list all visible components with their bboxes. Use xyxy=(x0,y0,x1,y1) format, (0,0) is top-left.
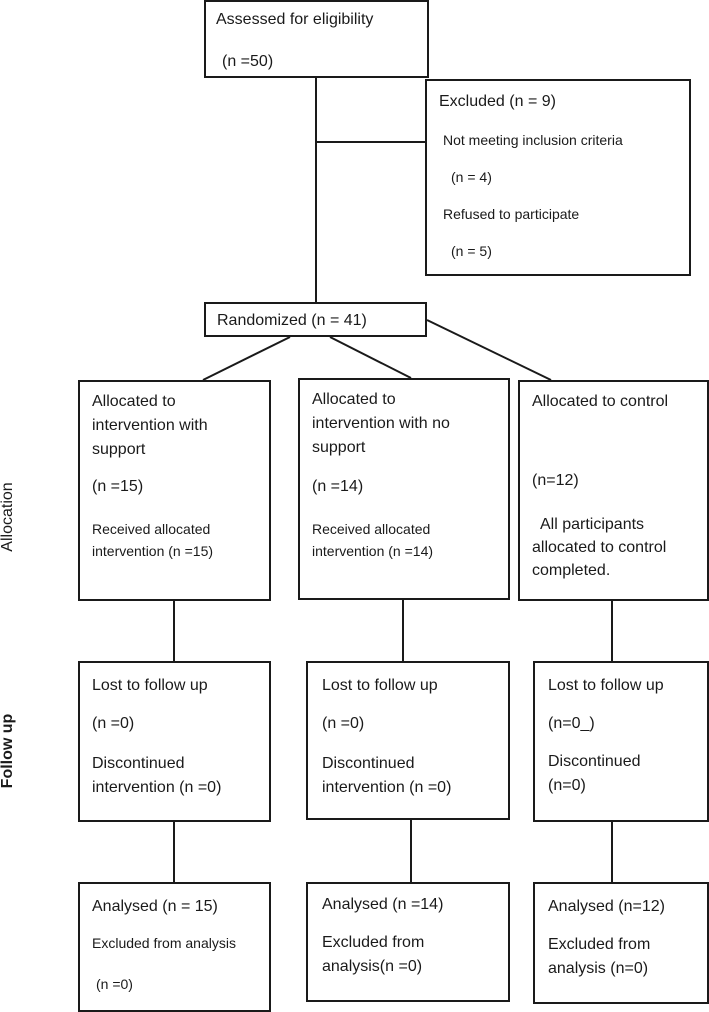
arm-2-note-line-2: intervention (n =14) xyxy=(312,543,434,559)
arm-3-note-line-3: completed. xyxy=(532,562,611,579)
analysis-2-excl-line-2: analysis(n =0) xyxy=(322,958,423,975)
arm-3-count: (n=12) xyxy=(532,472,579,489)
follow-2-disc-line-2: intervention (n =0) xyxy=(322,779,452,796)
follow-3-lost-count: (n=0_) xyxy=(548,715,595,732)
arm-1-title-line-2: intervention with xyxy=(92,417,208,434)
allocation-arm-3: Allocated to control (n=12) All particip… xyxy=(518,380,709,601)
follow-2-lost-label: Lost to follow up xyxy=(322,677,438,694)
follow-3-lost-label: Lost to follow up xyxy=(548,677,664,694)
randomized-to-arm1-line xyxy=(202,336,291,381)
analysis-3-excl-line-2: analysis (n=0) xyxy=(548,960,649,977)
analysis-arm-2: Analysed (n =14) Excluded from analysis(… xyxy=(306,882,510,1002)
excluded-reason-2-count: (n = 5) xyxy=(451,243,492,259)
excluded-reason-1: Not meeting inclusion criteria xyxy=(443,132,623,148)
arm-1-note-line-2: intervention (n =15) xyxy=(92,543,214,559)
follow-up-arm-3: Lost to follow up (n=0_) Discontinued (n… xyxy=(533,661,709,822)
arm-2-title-line-3: support xyxy=(312,439,366,456)
excluded-reason-2: Refused to participate xyxy=(443,206,580,222)
excluded-box: Excluded (n = 9) Not meeting inclusion c… xyxy=(425,79,691,276)
follow-1-disc-line-1: Discontinued xyxy=(92,755,185,772)
arm-1-title-line-3: support xyxy=(92,441,146,458)
follow-3-disc-line-2: (n=0) xyxy=(548,777,586,794)
arm-1-count: (n =15) xyxy=(92,478,144,495)
follow-up-arm-2: Lost to follow up (n =0) Discontinued in… xyxy=(306,661,510,820)
arm-1-note-line-1: Received allocated xyxy=(92,521,211,537)
analysis-1-excl-line-1: Excluded from analysis xyxy=(92,935,236,951)
eligibility-count: (n =50) xyxy=(222,53,274,70)
randomized-to-arm2-line xyxy=(329,336,412,379)
follow-1-lost-label: Lost to follow up xyxy=(92,677,208,694)
eligibility-title: Assessed for eligibility xyxy=(216,11,374,28)
excluded-reason-1-count: (n = 4) xyxy=(451,169,492,185)
allocation-arm-1: Allocated to intervention with support (… xyxy=(78,380,271,601)
analysis-2-title: Analysed (n =14) xyxy=(322,896,444,913)
arm-2-count: (n =14) xyxy=(312,478,364,495)
arm-2-title-line-1: Allocated to xyxy=(312,391,396,408)
randomized-box: Randomized (n = 41) xyxy=(204,302,427,337)
allocation-side-label: Allocation xyxy=(0,482,16,552)
eligibility-box: Assessed for eligibility (n =50) xyxy=(204,0,429,78)
arm-2-note-line-1: Received allocated xyxy=(312,521,431,537)
analysis-3-excl-line-1: Excluded from xyxy=(548,936,651,953)
follow-2-disc-line-1: Discontinued xyxy=(322,755,415,772)
analysis-arm-3: Analysed (n=12) Excluded from analysis (… xyxy=(533,882,709,1004)
arm-3-note-line-2: allocated to control xyxy=(532,539,667,556)
arm-3-note-line-1: All participants xyxy=(540,516,645,533)
follow-up-arm-1: Lost to follow up (n =0) Discontinued in… xyxy=(78,661,271,822)
analysis-1-title: Analysed (n = 15) xyxy=(92,898,218,915)
arm-1-title-line-1: Allocated to xyxy=(92,393,176,410)
arm-3-title: Allocated to control xyxy=(532,393,669,410)
excluded-title: Excluded (n = 9) xyxy=(439,93,556,110)
analysis-3-title: Analysed (n=12) xyxy=(548,898,665,915)
follow-3-disc-line-1: Discontinued xyxy=(548,753,641,770)
follow-up-side-label: Follow up xyxy=(0,713,16,789)
allocation-arm-2: Allocated to intervention with no suppor… xyxy=(298,378,510,600)
analysis-1-excl-line-2: (n =0) xyxy=(96,976,133,992)
arm-2-title-line-2: intervention with no xyxy=(312,415,450,432)
randomized-title: Randomized (n = 41) xyxy=(217,312,367,329)
analysis-arm-1: Analysed (n = 15) Excluded from analysis… xyxy=(78,882,271,1012)
follow-2-lost-count: (n =0) xyxy=(322,715,365,732)
analysis-2-excl-line-1: Excluded from xyxy=(322,934,425,951)
randomized-to-arm3-line xyxy=(426,319,552,381)
follow-1-lost-count: (n =0) xyxy=(92,715,135,732)
follow-1-disc-line-2: intervention (n =0) xyxy=(92,779,222,796)
